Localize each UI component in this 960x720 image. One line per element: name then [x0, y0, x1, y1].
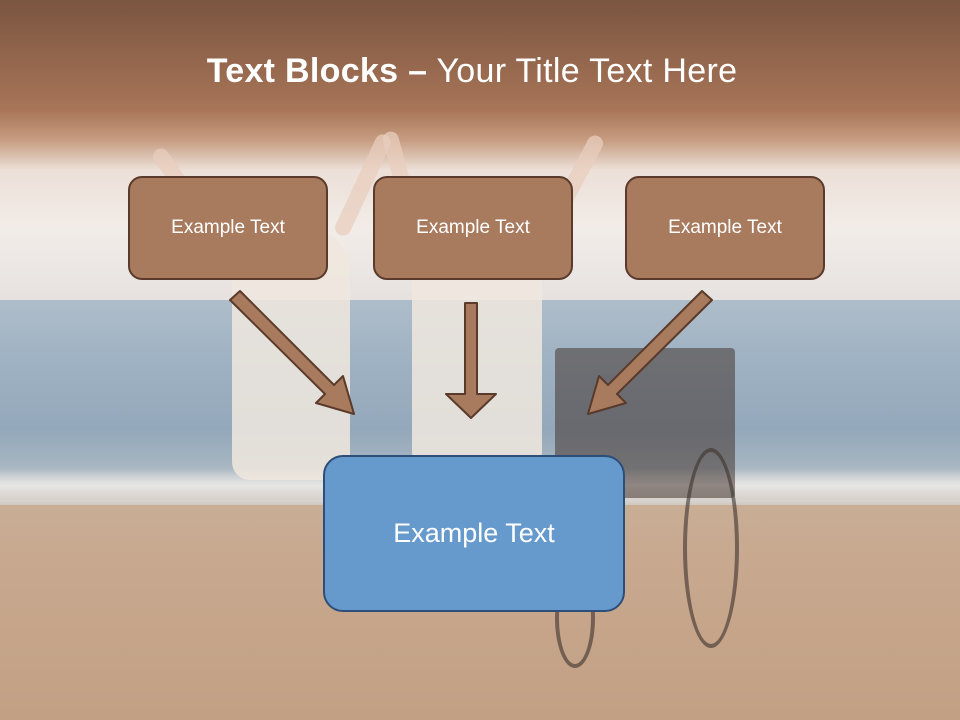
arrow-center[interactable]	[445, 302, 497, 419]
title-bold: Text Blocks	[206, 52, 399, 90]
arrow-right[interactable]	[587, 290, 713, 415]
title-regular: Your Title Text Here	[436, 52, 738, 90]
text-block-2[interactable]: Example Text	[373, 176, 573, 280]
arrow-left[interactable]	[229, 290, 355, 415]
text-block-label: Example Text	[416, 217, 530, 238]
text-block-3[interactable]: Example Text	[625, 176, 825, 280]
text-block-label: Example Text	[668, 217, 782, 238]
slide-title[interactable]: Text Blocks – Your Title Text Here	[0, 52, 944, 91]
wheelchair-wheel	[683, 448, 739, 648]
main-text-block[interactable]: Example Text	[323, 455, 625, 612]
main-block-label: Example Text	[393, 518, 555, 548]
text-block-label: Example Text	[171, 217, 285, 238]
text-block-1[interactable]: Example Text	[128, 176, 328, 280]
title-dash: –	[408, 52, 428, 90]
